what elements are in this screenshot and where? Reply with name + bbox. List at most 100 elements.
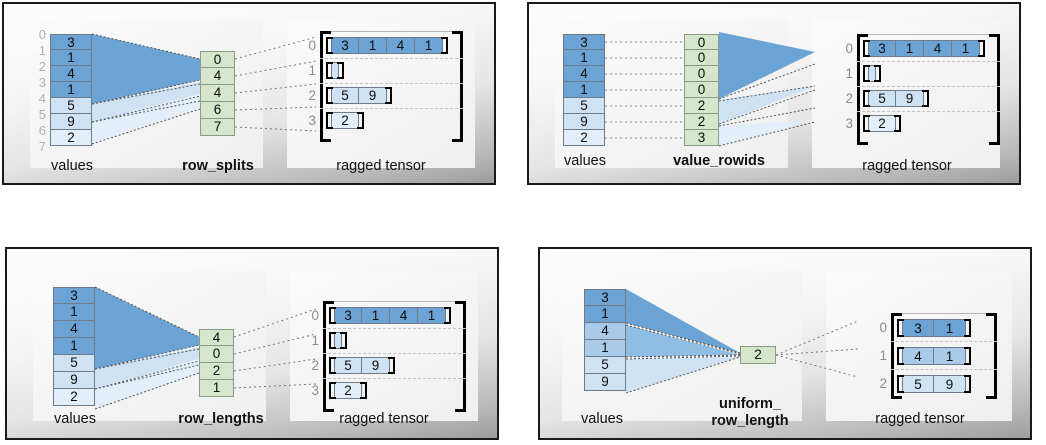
- row-index: 0: [879, 320, 887, 335]
- encoding-cell: 2: [740, 346, 776, 364]
- inner-bracket: [863, 65, 881, 82]
- inner-bracket: 2: [863, 115, 901, 132]
- value-index-2: 2: [38, 59, 46, 74]
- row-index: 2: [845, 91, 853, 106]
- row-cell-empty: [868, 65, 876, 82]
- inner-bracket: 3 1: [897, 319, 971, 337]
- row-cells: 3 1 4 1: [334, 307, 446, 324]
- values-column-row-splits: 3 1 4 1 5 9 2: [50, 34, 92, 146]
- row-divider: [891, 341, 997, 342]
- inner-bracket: 3 1 4 1: [326, 37, 448, 54]
- row-cells: [334, 332, 342, 349]
- row-cells: 2: [868, 115, 896, 132]
- tensor-row: 3 1 4 1: [863, 40, 985, 57]
- encoding-label: uniform_ row_length: [711, 396, 789, 429]
- tensor-row: 2: [326, 112, 364, 129]
- panel-row-splits: 0 1 2 3 4 5 6 7 3 1 4 1 5 9 2 0 4 4 6 7 …: [2, 2, 496, 185]
- inner-bracket: 5 9: [897, 375, 971, 393]
- value-cell: 1: [563, 50, 605, 66]
- encoding-label: row_lengths: [178, 411, 264, 427]
- row-index: 3: [845, 116, 853, 131]
- value-cell: 2: [50, 130, 92, 146]
- row-lengths-column: 4 0 2 1: [199, 329, 234, 397]
- row-cells: 5 9: [868, 90, 924, 107]
- tensor-row: 3 1 4 1: [326, 37, 448, 54]
- row-index: 3: [308, 113, 316, 128]
- row-cell: 1: [418, 307, 446, 324]
- row-cells: 5 9: [334, 357, 390, 374]
- row-cell: 1: [362, 307, 390, 324]
- row-cell: 9: [934, 375, 966, 393]
- row-divider: [320, 58, 463, 59]
- panel-row-lengths: 3 1 4 1 5 9 2 4 0 2 1 values row_lengths…: [5, 247, 499, 440]
- row-cell: 1: [896, 40, 924, 57]
- row-cells: 3 1 4 1: [868, 40, 980, 57]
- inner-bracket: 4 1: [897, 347, 971, 365]
- value-index-5: 5: [38, 107, 46, 122]
- row-cells: [331, 62, 339, 79]
- inner-bracket: [326, 62, 344, 79]
- row-divider: [323, 353, 466, 354]
- inner-bracket: 2: [326, 112, 364, 129]
- row-cell: 4: [390, 307, 418, 324]
- value-cell: 3: [563, 34, 605, 50]
- row-cell: 3: [331, 37, 359, 54]
- encoding-cell: 7: [200, 119, 235, 136]
- tensor-row: 5 9: [329, 357, 395, 374]
- value-cell: 2: [563, 130, 605, 146]
- row-cell: 3: [334, 307, 362, 324]
- encoding-cell: 2: [684, 98, 719, 114]
- encoding-cell: 3: [684, 130, 719, 146]
- row-cells: 3 1: [902, 319, 966, 337]
- row-index: 2: [311, 358, 319, 373]
- values-column-row-lengths: 3 1 4 1 5 9 2: [53, 287, 95, 406]
- row-cell: 4: [387, 37, 415, 54]
- row-divider: [857, 86, 1000, 87]
- tensor-row: 5 9: [326, 87, 392, 104]
- inner-bracket: 2: [329, 382, 367, 399]
- value-index-6: 6: [38, 123, 46, 138]
- panel-value-rowids: 3 1 4 1 5 9 2 0 0 0 0 2 2 3 values value…: [527, 2, 1021, 185]
- tensor-stage-uniform: [826, 271, 1012, 421]
- tensor-top-rule: [895, 313, 993, 314]
- row-cells: [868, 65, 876, 82]
- funnel-value-rowids: [605, 32, 816, 147]
- value-cell: 9: [584, 374, 626, 391]
- row-cell: 9: [359, 87, 387, 104]
- row-cell: 1: [934, 319, 966, 337]
- row-divider: [323, 328, 466, 329]
- value-cell: 1: [584, 340, 626, 357]
- row-cells: 5 9: [902, 375, 966, 393]
- row-cell: 9: [896, 90, 924, 107]
- panel-uniform-row-length: 3 1 4 1 5 9 2 values uniform_ row_length…: [538, 247, 1032, 440]
- row-cell: 5: [334, 357, 362, 374]
- encoding-cell: 0: [684, 50, 719, 66]
- row-splits-column: 0 4 4 6 7: [200, 51, 235, 136]
- row-divider: [891, 369, 997, 370]
- encoding-cell: 4: [200, 68, 235, 85]
- tensor-row: 2: [329, 382, 367, 399]
- row-cell: 5: [868, 90, 896, 107]
- row-cell: 5: [331, 87, 359, 104]
- encoding-cell: 4: [199, 329, 234, 346]
- encoding-cell: 4: [200, 85, 235, 102]
- encoding-cell: 0: [684, 82, 719, 98]
- row-cell: 3: [902, 319, 934, 337]
- inner-bracket: 3 1 4 1: [863, 40, 985, 57]
- row-divider: [857, 111, 1000, 112]
- values-label: values: [51, 158, 93, 174]
- row-index: 0: [308, 38, 316, 53]
- value-cell: 9: [50, 114, 92, 130]
- outer-bracket-value-rowids: [857, 34, 1000, 145]
- value-cell: 4: [53, 321, 95, 338]
- value-index-0: 0: [38, 27, 46, 42]
- encoding-cell: 0: [684, 66, 719, 82]
- value-index-3: 3: [38, 75, 46, 90]
- tensor-stage-row-lengths: [290, 271, 478, 421]
- tensor-top-rule: [327, 301, 463, 302]
- tensor-row: 4 1: [897, 347, 971, 365]
- outer-bracket-row-lengths: [323, 301, 466, 412]
- inner-bracket: 5 9: [863, 90, 929, 107]
- outer-bracket-uniform: [891, 313, 997, 399]
